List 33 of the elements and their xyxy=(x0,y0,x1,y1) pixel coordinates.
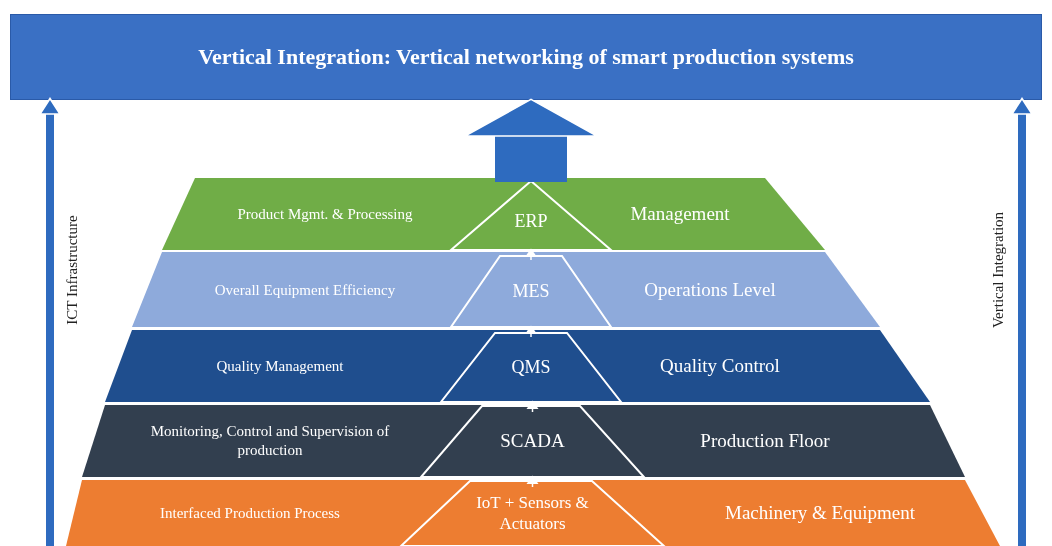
arrow xyxy=(526,475,539,488)
arrow xyxy=(526,400,539,413)
title-banner xyxy=(10,14,1042,100)
level-name: MES xyxy=(511,279,551,303)
arrow xyxy=(39,97,61,546)
arrow xyxy=(525,248,537,261)
pyramid-layer xyxy=(82,405,965,477)
level-name: IoT + Sensors & Actuators xyxy=(475,491,590,535)
layer-label: Quality Control xyxy=(659,354,781,378)
level-trapezoid xyxy=(420,405,645,477)
pyramid-layer xyxy=(162,178,825,250)
layer-label: Machinery & Equipment xyxy=(724,501,916,525)
level-trapezoid xyxy=(450,255,612,327)
level-trapezoid xyxy=(400,480,665,546)
layer-label: Monitoring, Control and Supervision of production xyxy=(149,422,391,460)
arrow xyxy=(1011,97,1033,546)
pyramid-layer xyxy=(66,480,1000,546)
level-trapezoid xyxy=(440,332,622,402)
layer-label: Product Mgmt. & Processing xyxy=(236,204,414,224)
layer-label: Operations Level xyxy=(643,277,777,302)
pyramid-layer xyxy=(132,252,880,327)
level-name: QMS xyxy=(510,355,552,379)
arrow xyxy=(525,325,537,338)
level-name: ERP xyxy=(513,209,549,232)
layer-label: Interfaced Production Process xyxy=(159,503,341,523)
banner-title: Vertical Integration: Vertical networking of smart production systems xyxy=(197,43,855,71)
level-name: SCADA xyxy=(499,429,566,453)
level-trapezoid xyxy=(450,180,612,250)
layer-label: Quality Management xyxy=(215,356,345,376)
pyramid-layer xyxy=(105,330,930,402)
layer-label: Production Floor xyxy=(699,429,831,453)
layer-label: Overall Equipment Efficiency xyxy=(213,280,397,299)
layer-label: Management xyxy=(629,202,731,226)
